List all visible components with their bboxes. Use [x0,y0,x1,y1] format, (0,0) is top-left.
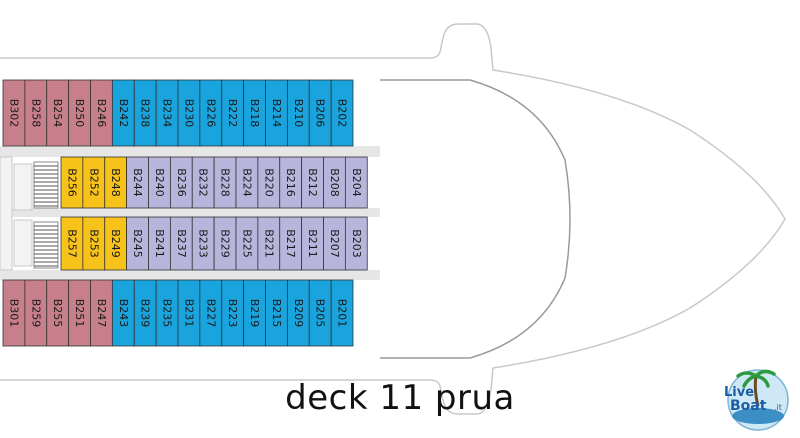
cabin-label: B214 [270,99,283,128]
cabin-label: B246 [95,99,108,128]
cabin-label: B251 [73,299,86,328]
cabin-label: B216 [284,168,297,197]
deck-caption: deck 11 prua [285,378,515,418]
cabin-b203[interactable] [344,216,368,271]
cabin-label: B209 [292,299,305,328]
cabin-label: B221 [262,229,275,258]
cabin-label: B244 [131,168,144,197]
stairs-bottom [33,221,59,269]
cabin-label: B252 [87,168,100,197]
cabin-label: B206 [314,99,327,128]
cabin-label: B202 [336,99,349,128]
cabin-label: B247 [95,299,108,328]
cabin-label: B249 [109,229,122,258]
cabin-label: B250 [73,99,86,128]
palm-island-logo: Live Boat .it [724,369,789,431]
cabin-label: B259 [29,299,42,328]
cabin-label: B258 [29,99,42,128]
cabin-label: B240 [153,168,166,197]
cabin-label: B222 [226,99,239,128]
cabin-label: B212 [306,168,319,197]
cabin-label: B232 [197,168,210,197]
cabin-label: B255 [51,299,64,328]
cabin-label: B227 [204,299,217,328]
cabin-label: B215 [270,299,283,328]
cabin-label: B231 [182,299,195,328]
stairs-top [33,161,59,209]
cabin-label: B235 [161,299,174,328]
cabin-label: B211 [306,229,319,258]
cabin-label: B245 [131,229,144,258]
cabin-label: B256 [65,168,78,197]
cabin-label: B224 [240,168,253,197]
cabin-label: B218 [248,99,261,128]
cabin-label: B239 [139,299,152,328]
corridor-middle [0,208,380,217]
corridor-bottom [0,270,380,280]
cabin-label: B210 [292,99,305,128]
cabin-label: B248 [109,168,122,197]
cabin-label: B208 [328,168,341,197]
cabin-label: B242 [117,99,130,128]
cabin-b204[interactable] [344,156,368,209]
corridor-top [0,146,380,157]
cabin-label: B220 [262,168,275,197]
cabin-label: B233 [197,229,210,258]
cabin-label: B203 [350,229,363,258]
cabin-label: B234 [161,99,174,128]
cabin-label: B229 [219,229,232,258]
stairwell [0,156,59,271]
cabin-label: B257 [65,229,78,258]
cabin-label: B254 [51,99,64,128]
cabin-label: B238 [139,99,152,128]
cabin-label: B302 [7,99,20,128]
bow-deck-outline [380,79,571,359]
logo-suffix: .it [774,403,782,412]
cabin-label: B207 [328,229,341,258]
cabin-label: B241 [153,229,166,258]
cabin-b201[interactable] [330,279,354,347]
cabin-label: B301 [7,299,20,328]
cabin-label: B225 [240,229,253,258]
cabin-label: B237 [175,229,188,258]
cabin-label: B223 [226,299,239,328]
logo-word-live: Live [724,385,754,400]
cabin-label: B253 [87,229,100,258]
cabin-label: B226 [204,99,217,128]
logo-word-boat: Boat [730,398,767,414]
cabin-label: B205 [314,299,327,328]
cabin-label: B219 [248,299,261,328]
cabin-b202[interactable] [330,79,354,147]
cabin-label: B217 [284,229,297,258]
cabin-label: B236 [175,168,188,197]
cabin-label: B230 [182,99,195,128]
cabin-label: B204 [350,168,363,197]
cabin-label: B228 [219,168,232,197]
cabin-label: B243 [117,299,130,328]
cabin-label: B201 [336,299,349,328]
